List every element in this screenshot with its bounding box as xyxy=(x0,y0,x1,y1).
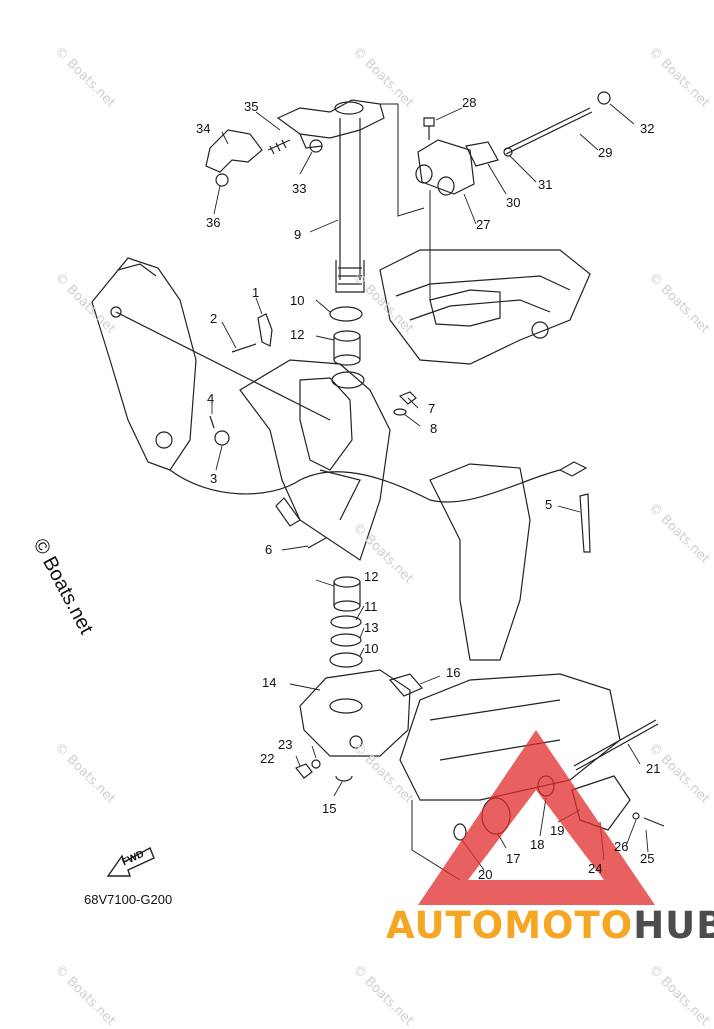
callout-3: 3 xyxy=(210,471,218,486)
callout-7: 7 xyxy=(428,401,436,416)
callout-36: 36 xyxy=(206,215,221,230)
bushing-12-bottom xyxy=(333,576,361,612)
callout-6: 6 xyxy=(265,542,273,557)
wire-harness xyxy=(169,469,561,503)
callout-19: 19 xyxy=(550,823,565,838)
callout-15: 15 xyxy=(322,801,337,816)
callout-30: 30 xyxy=(506,195,521,210)
callout-21: 21 xyxy=(646,761,661,776)
callout-34: 34 xyxy=(196,121,211,136)
brand-logo: AUTOMOTOHUB xyxy=(386,904,714,947)
cap-32 xyxy=(597,91,611,105)
callout-2: 2 xyxy=(210,311,218,326)
callout-10: 10 xyxy=(364,641,379,656)
callout-31: 31 xyxy=(538,177,553,192)
washer-31 xyxy=(503,147,513,157)
bolt-35 xyxy=(267,139,291,155)
screw-2 xyxy=(231,343,257,353)
callout-23: 23 xyxy=(278,737,293,752)
watermark-triangle-logo xyxy=(418,730,655,905)
bushing-12-top xyxy=(333,330,361,366)
block-16 xyxy=(388,673,423,697)
lower-casing xyxy=(399,463,621,801)
callout-26: 26 xyxy=(614,839,629,854)
swivel-bracket xyxy=(239,359,391,561)
upper-mount-housing xyxy=(379,249,591,365)
steering-shaft xyxy=(335,118,365,293)
bolt-28 xyxy=(423,117,435,140)
nut-33 xyxy=(309,139,323,153)
lower-mount-14 xyxy=(299,669,411,757)
screw-4 xyxy=(209,415,215,429)
long-bolt-29 xyxy=(503,107,593,155)
callout-25: 25 xyxy=(640,851,655,866)
parts-diagram xyxy=(91,91,665,905)
callout-22: 22 xyxy=(260,751,275,766)
screw-6 xyxy=(307,537,327,549)
nut-7 xyxy=(398,391,417,405)
callout-10: 10 xyxy=(290,293,305,308)
callout-5: 5 xyxy=(545,497,553,512)
callout-1: 1 xyxy=(252,285,260,300)
washer-20 xyxy=(453,823,467,841)
washer-8 xyxy=(393,408,407,416)
leader-lines xyxy=(211,103,649,871)
washer-10-bottom xyxy=(329,652,363,668)
steering-arm-bracket xyxy=(276,99,385,149)
brand-part2: HUB xyxy=(633,904,714,947)
callout-17: 17 xyxy=(506,851,521,866)
clip-3 xyxy=(214,430,230,446)
washer-10-top xyxy=(329,306,363,322)
callout-9: 9 xyxy=(294,227,302,242)
washer-23 xyxy=(311,759,321,769)
callout-33: 33 xyxy=(292,181,307,196)
callout-4: 4 xyxy=(207,391,215,406)
callout-14: 14 xyxy=(262,675,277,690)
clip-1 xyxy=(257,313,273,347)
clamp-bracket xyxy=(91,257,331,471)
callout-32: 32 xyxy=(640,121,655,136)
callout-35: 35 xyxy=(244,99,259,114)
callout-16: 16 xyxy=(446,665,461,680)
callout-20: 20 xyxy=(478,867,493,882)
bracket-34 xyxy=(205,129,263,187)
fwd-arrow-icon xyxy=(106,847,155,877)
part-code: 68V7100-G200 xyxy=(84,892,173,907)
bolt-25 xyxy=(643,817,665,827)
cable-tie-5 xyxy=(579,493,591,553)
brand-part1: AUTOMOTO xyxy=(386,904,634,947)
long-bolt-21 xyxy=(573,719,659,771)
nut-22 xyxy=(295,763,313,779)
ring-13 xyxy=(330,633,362,647)
callout-12: 12 xyxy=(364,569,379,584)
callout-29: 29 xyxy=(598,145,613,160)
callout-28: 28 xyxy=(462,95,477,110)
callout-11: 11 xyxy=(364,599,378,614)
callout-13: 13 xyxy=(364,620,379,635)
callout-27: 27 xyxy=(476,217,491,232)
callout-18: 18 xyxy=(530,837,545,852)
snap-ring-15 xyxy=(335,775,353,782)
bracket-27-30 xyxy=(415,139,499,196)
callout-12: 12 xyxy=(290,327,305,342)
ring-11 xyxy=(330,615,362,629)
callout-8: 8 xyxy=(430,421,438,436)
washer-26 xyxy=(632,812,640,820)
callout-24: 24 xyxy=(588,861,603,876)
